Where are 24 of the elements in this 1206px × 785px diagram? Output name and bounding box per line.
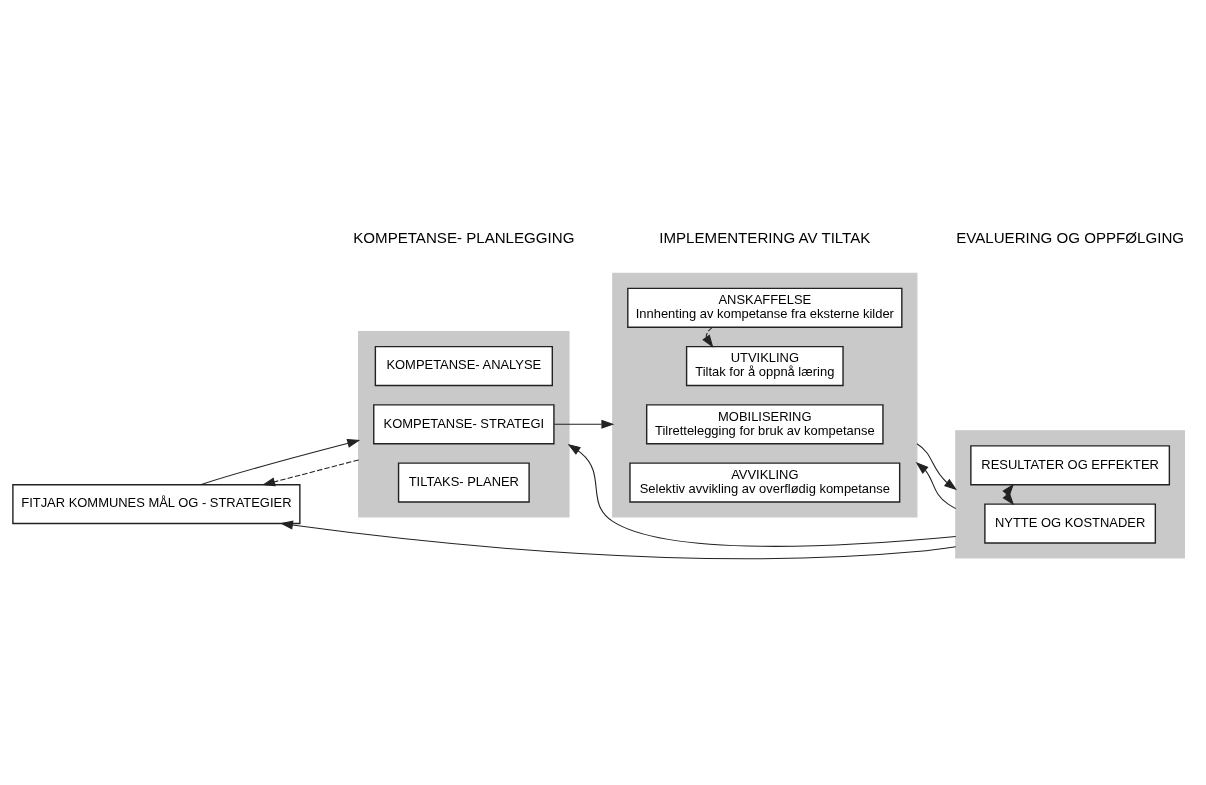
cluster: [612, 272, 918, 518]
node-box: KOMPETANSE- ANALYSE: [374, 345, 553, 386]
label: IMPLEMENTERING AV TILTAK: [659, 228, 871, 246]
node-box: AVVIKLING Selektiv avvikling av overflødig kompetanse: [629, 461, 901, 503]
label: KOMPETANSE- PLANLEGGING: [353, 228, 575, 246]
node-box: KOMPETANSE- STRATEGI: [373, 403, 555, 444]
arrow: [280, 520, 957, 559]
arrow: [915, 461, 957, 509]
arrow: [262, 458, 360, 486]
label: EVALUERING OG OPPFØLGING: [956, 228, 1185, 246]
node-box: MOBILISERING Tilrettelegging for bruk av kompetanse: [646, 403, 884, 444]
cluster: [955, 429, 1185, 559]
cluster: [358, 330, 570, 518]
arrow: [200, 438, 361, 485]
node-box: FITJAR KOMMUNES MÅL OG - STRATEGIER: [12, 483, 301, 524]
node-box: RESULTATER OG EFFEKTER: [970, 444, 1171, 485]
node-box: UTVIKLING Tiltak for å oppnå læring: [685, 345, 844, 386]
arrow: [916, 442, 958, 490]
arrow: [567, 443, 957, 547]
node-box: TILTAKS- PLANER: [397, 461, 530, 503]
arrow: [702, 326, 714, 348]
arrow: [553, 419, 615, 429]
node-box: ANSKAFFELSE Innhenting av kompetanse fra eksterne kilder: [627, 287, 903, 328]
node-box: NYTTE OG KOSTNADER: [984, 502, 1157, 544]
